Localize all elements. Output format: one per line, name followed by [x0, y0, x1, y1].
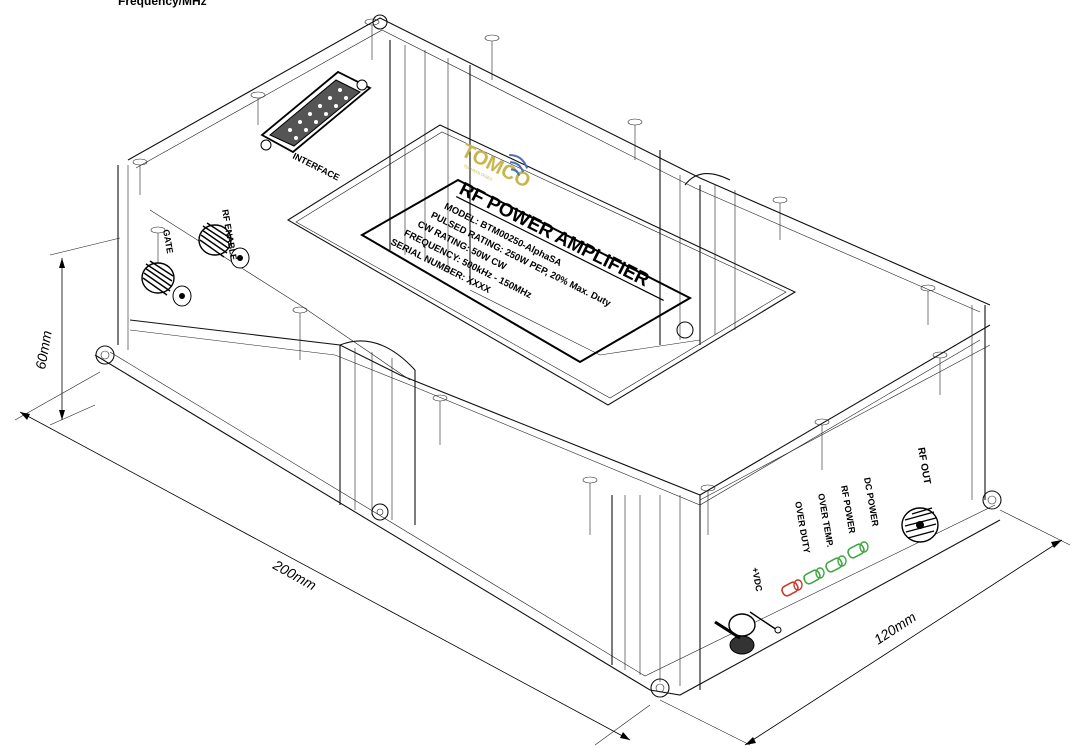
led-label-over-duty: OVER DUTY — [793, 501, 812, 554]
enclosure — [94, 14, 1002, 698]
led-label-rf-power: RF POWER — [839, 485, 857, 535]
wave-icon — [509, 154, 529, 176]
led-label-over-temp: OVER TEMP. — [816, 493, 835, 548]
led-rf-power — [825, 555, 847, 573]
dimension-length-label: 200mm — [270, 556, 320, 593]
gate-connector — [141, 260, 192, 307]
dimension-width-label: 120mm — [871, 608, 919, 647]
screws — [132, 18, 948, 535]
rf-out-label: RF OUT — [915, 447, 932, 486]
dc-input-terminal — [714, 611, 782, 655]
page-title: Frequency/MHz — [118, 0, 207, 8]
lid-panel — [286, 124, 797, 406]
dimension-height-label: 60mm — [32, 329, 55, 370]
gate-label: GATE — [161, 229, 175, 255]
led-dc-power — [847, 541, 869, 559]
led-over-temp — [803, 567, 825, 585]
led-label-dc-power: DC POWER — [862, 477, 881, 528]
dc-input-label: +VDC — [750, 567, 764, 593]
dimension-height — [49, 237, 121, 426]
dimension-width — [659, 509, 1071, 746]
led-over-duty — [781, 579, 803, 597]
interface-label: INTERFACE — [291, 151, 341, 183]
interface-connector — [260, 70, 372, 154]
dimension-length — [14, 371, 651, 746]
rf-out-connector — [901, 507, 939, 543]
nameplate: RF POWER AMPLIFIER MODEL: BTM00250-Alpha… — [360, 179, 693, 364]
rf-in-connector — [198, 222, 250, 269]
